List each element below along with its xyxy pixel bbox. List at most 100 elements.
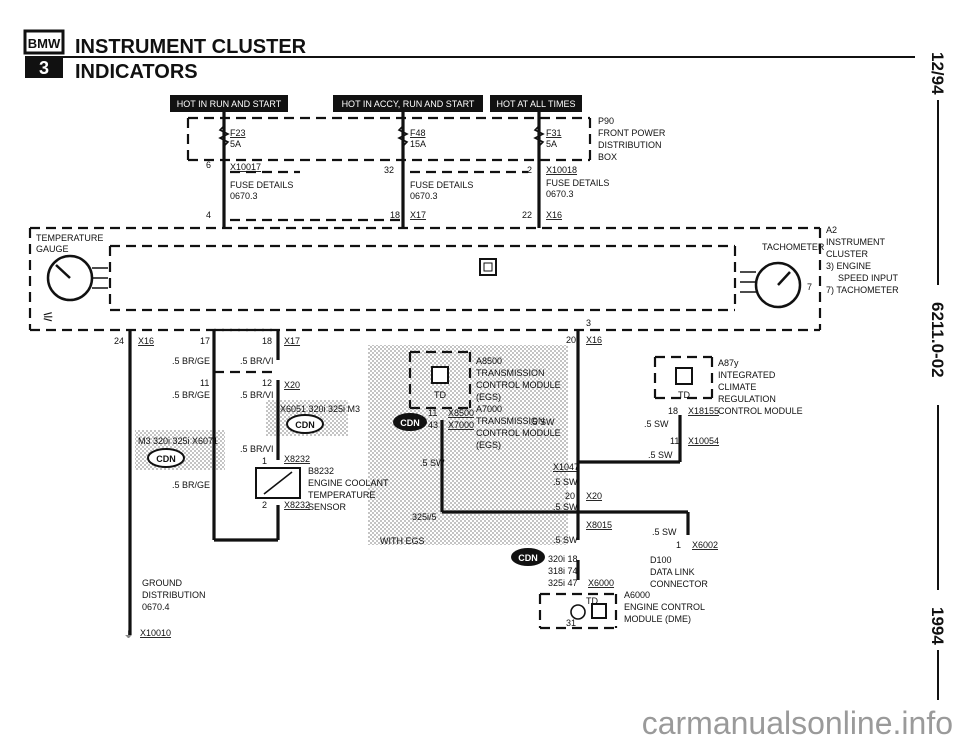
- cdn-icon: [393, 413, 427, 431]
- temp-gauge-label: TEMPERATURE: [36, 233, 103, 243]
- power-bar-run-start-label: HOT IN RUN AND START: [177, 99, 282, 109]
- watermark: carmanualsonline.info: [642, 705, 953, 741]
- bmw-logo: [23, 29, 65, 55]
- cdn-icon: [286, 414, 324, 434]
- svg-text:CDN: CDN: [518, 553, 538, 563]
- a8500-label: CONTROL MODULE: [476, 380, 561, 390]
- pin-label: 4: [206, 210, 211, 220]
- a87y-label: REGULATION: [718, 394, 776, 404]
- cdn-markers: CDN CDN CDN CDN: [147, 413, 545, 566]
- module-icon: [675, 367, 693, 385]
- connector-x6071: M3 320i 325i X6071: [138, 436, 218, 446]
- wire-label: .5 SW: [553, 477, 578, 487]
- pin-label: 11: [428, 408, 437, 418]
- series-badge-text: 3: [39, 58, 49, 78]
- connector-x20: X20: [284, 380, 300, 390]
- fuse-details: FUSE DETAILS: [546, 178, 609, 188]
- a6000-label: MODULE (DME): [624, 614, 691, 624]
- dme-pin: 318i 74: [548, 566, 578, 576]
- p90-label: DISTRIBUTION: [598, 140, 662, 150]
- connector-x17: X17: [410, 210, 426, 220]
- pin-label: 12: [262, 378, 272, 388]
- a2-label: CLUSTER: [826, 249, 869, 259]
- connector-x10054: X10054: [688, 436, 719, 446]
- connector-x10018: X10018: [546, 165, 577, 175]
- a6000-label: ENGINE CONTROL: [624, 602, 705, 612]
- left-branch-labels: 24 X16 17 18 X17 .5 BR/GE .5 BR/VI 11 12…: [114, 336, 389, 640]
- a87y-label: CONTROL MODULE: [718, 406, 803, 416]
- svg-text:CDN: CDN: [400, 418, 420, 428]
- wire-label: .5 BR/GE: [172, 356, 210, 366]
- connector-x10010: X10010: [140, 628, 171, 638]
- connector-x17: X17: [284, 336, 300, 346]
- td-label: TD: [586, 596, 598, 606]
- connector-x18155: X18155: [688, 406, 719, 416]
- egs-variant-label: 325i/5: [412, 512, 437, 522]
- fuse-f23: F23: [230, 128, 246, 138]
- a7000-label: CONTROL MODULE: [476, 428, 561, 438]
- wire-label: .5 BR/GE: [172, 390, 210, 400]
- a2-label: SPEED INPUT: [838, 273, 899, 283]
- wire-label: .5 SW: [652, 527, 677, 537]
- power-bar-all-times: [490, 95, 582, 112]
- connector-x16: X16: [138, 336, 154, 346]
- ground-label: DISTRIBUTION: [142, 590, 206, 600]
- ground-label: GROUND: [142, 578, 182, 588]
- fuse-f31: F31: [546, 128, 562, 138]
- cdn-icon: [147, 448, 185, 468]
- series-badge: [25, 56, 63, 78]
- b8232-label: ENGINE COOLANT: [308, 478, 389, 488]
- b8232-label: TEMPERATURE: [308, 490, 375, 500]
- connector-x6002: X6002: [692, 540, 718, 550]
- fuse-details: FUSE DETAILS: [230, 180, 293, 190]
- power-bar-accy-run-start: [333, 95, 483, 112]
- pin-label: 22: [522, 210, 532, 220]
- pin-label: 1: [676, 540, 681, 550]
- a7000-label: (EGS): [476, 440, 501, 450]
- svg-text:CDN: CDN: [156, 454, 176, 464]
- pin-label: 1: [262, 456, 267, 466]
- d100-label: D100: [650, 555, 672, 565]
- pin-label: 11: [670, 436, 679, 446]
- pin-label: 7: [807, 282, 812, 292]
- a2-label: 3) ENGINE: [826, 261, 871, 271]
- connector-x10017: X10017: [230, 162, 261, 172]
- a87y-label: CLIMATE: [718, 382, 756, 392]
- a8500-label: TRANSMISSION: [476, 368, 545, 378]
- connector-x20: X20: [586, 491, 602, 501]
- a2-label: 7) TACHOMETER: [826, 285, 899, 295]
- wire-label: .5 SW: [553, 502, 578, 512]
- wire-label: .5 BR/VI: [240, 356, 274, 366]
- svg-text:CDN: CDN: [295, 420, 315, 430]
- page-title: INSTRUMENT CLUSTER: [75, 36, 307, 58]
- temp-symbol-icon: ⚟: [42, 309, 55, 325]
- td-label: TD: [434, 390, 446, 400]
- wire-label: .5 BR/GE: [172, 480, 210, 490]
- fuse-details: FUSE DETAILS: [410, 180, 473, 190]
- p90-label: P90: [598, 116, 614, 126]
- wires: [128, 328, 690, 635]
- power-bar-all-times-label: HOT AT ALL TIMES: [496, 99, 575, 109]
- ground-label: 0670.4: [142, 602, 170, 612]
- wire-label: .5 SW: [530, 417, 555, 427]
- pin-label: 43: [428, 420, 438, 430]
- pin-label: 18: [262, 336, 272, 346]
- td-label: TD: [678, 390, 690, 400]
- connector-x8015: X8015: [586, 520, 612, 530]
- dme-pin: 320i 18: [548, 554, 578, 564]
- module-icon: [591, 603, 607, 619]
- fuse-details: 0670.3: [230, 191, 258, 201]
- a6000-label: A6000: [624, 590, 650, 600]
- pin-label: 24: [114, 336, 124, 346]
- pin-label: 11: [200, 378, 209, 388]
- b8232-label: B8232: [308, 466, 334, 476]
- a7000-label: A7000: [476, 404, 502, 414]
- wire-label: .5 BR/VI: [240, 444, 274, 454]
- fuse-f23-amp: 5A: [230, 139, 241, 149]
- power-bars: HOT IN RUN AND START HOT IN ACCY, RUN AN…: [170, 95, 582, 112]
- pin-label: 31: [566, 618, 576, 628]
- module-icon: [431, 366, 449, 384]
- connector-x6000: X6000: [588, 578, 614, 588]
- cdn-icon: [511, 548, 545, 566]
- pin-label: 20: [566, 335, 576, 345]
